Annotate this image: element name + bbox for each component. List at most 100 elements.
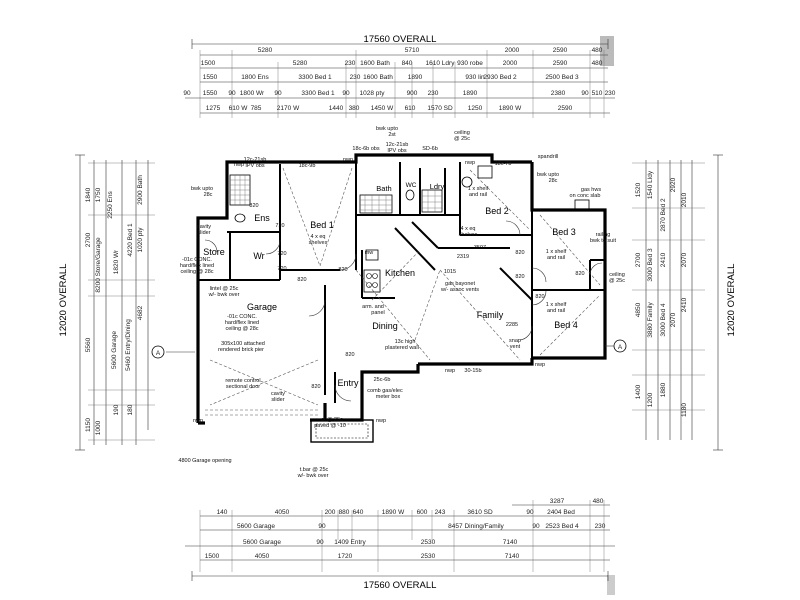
plan-note: lintel @ 25c xyxy=(210,286,239,292)
dimension-label: 2530 xyxy=(421,539,436,546)
dimension-label: 2930 Bed 2 xyxy=(483,74,517,81)
plan-note: comb gas/elec xyxy=(367,388,403,394)
scan-shadow xyxy=(600,36,614,66)
plan-note: and rail xyxy=(547,255,565,261)
dimension-label: 1750 xyxy=(95,187,102,202)
plan-note: 2319 xyxy=(457,254,469,260)
dimension-label: 7140 xyxy=(505,553,520,560)
dimension-label: 1570 SD xyxy=(427,105,453,112)
dimension-label: 2410 xyxy=(660,252,667,267)
dimension-label: 4050 xyxy=(255,553,270,560)
plan-note: rendered brick pier xyxy=(218,347,264,353)
top-overall-dimension: 17560 OVERALL xyxy=(364,34,437,45)
plan-note: 2st xyxy=(388,132,396,138)
plan-note: and rail xyxy=(547,308,565,314)
entry-steps xyxy=(310,419,374,443)
dimension-label: 1020 pty xyxy=(137,227,144,253)
dimension-label: 480 xyxy=(592,47,603,54)
dimension-label: 1450 W xyxy=(371,105,394,112)
doors xyxy=(204,220,603,416)
dimension-label: 3000 Bed 4 xyxy=(660,303,667,337)
plan-note: remote control xyxy=(225,378,260,384)
dimension-label: 2590 xyxy=(553,47,568,54)
dimension-label: 4220 Bed 1 xyxy=(127,223,134,257)
dimension-label: 1550 xyxy=(203,90,218,97)
dimension-label: 180 xyxy=(127,404,134,415)
dimension-label: 5280 xyxy=(258,47,273,54)
dimension-label: 2523 Bed 4 xyxy=(545,523,579,530)
plan-note: bwk upto xyxy=(537,172,559,178)
dimension-label: 230 xyxy=(345,60,356,67)
dimension-label: 640 xyxy=(353,509,364,516)
dimension-label: 2530 xyxy=(421,553,436,560)
dimension-label: 2590 xyxy=(558,105,573,112)
dimension-label: 2920 xyxy=(670,177,677,192)
plan-note: ceiling xyxy=(609,272,625,278)
dimension-label: 930 lin xyxy=(465,74,485,81)
dimension-label: 1500 xyxy=(201,60,216,67)
plan-note: -01c CONC. xyxy=(227,314,257,320)
plan-note: 1015 xyxy=(444,269,456,275)
plan-note: 18c-6b obs xyxy=(352,146,379,152)
plan-note: 820 xyxy=(575,271,584,277)
dimension-label: 5280 xyxy=(293,60,308,67)
plan-note: bwk to suit xyxy=(590,238,616,244)
plan-note: on conc slab xyxy=(570,193,601,199)
plan-note: 2285 xyxy=(506,322,518,328)
plan-note: 4 x eq xyxy=(461,226,476,232)
dimension-label: 90 xyxy=(318,523,326,530)
plan-note: 720 xyxy=(277,266,286,272)
plan-note: nwp xyxy=(465,160,475,166)
dimension-label: 1540 Lldy xyxy=(647,170,654,199)
dimension-label: 1400 xyxy=(635,384,642,399)
dimension-label: 8200 Store/Garage xyxy=(95,237,102,293)
dimension-label: 2000 xyxy=(503,60,518,67)
dimension-label: 3000 Bed 3 xyxy=(647,248,654,282)
dimension-label: 90 xyxy=(274,90,282,97)
dimension-label: 1550 xyxy=(203,74,218,81)
plan-note: 820 xyxy=(311,384,320,390)
plan-note: nwp xyxy=(376,418,386,424)
section-marker-label: A xyxy=(156,350,161,357)
left-overall-dimension: 12020 OVERALL xyxy=(58,264,69,337)
dimension-label: 1890 xyxy=(463,90,478,97)
plan-note: w/- assoc vents xyxy=(440,287,479,293)
dimension-label: 1409 Entry xyxy=(334,539,366,546)
dimension-label: 140 xyxy=(217,509,228,516)
dimension-label: 930 robe xyxy=(457,60,483,67)
plan-note: slider xyxy=(271,397,284,403)
plan-note: nwp xyxy=(343,157,353,163)
dimension-label: 480 xyxy=(592,60,603,67)
dimension-label: 3287 xyxy=(550,498,565,505)
dimension-label: 1200 xyxy=(647,392,654,407)
dimension-label: 230 xyxy=(605,90,616,97)
room-store-label: Store xyxy=(203,247,225,257)
dimension-label: 1250 xyxy=(468,105,483,112)
right-dimension-lines xyxy=(632,154,723,451)
dimension-label: 90 xyxy=(183,90,191,97)
plan-note: bwk upto xyxy=(376,126,398,132)
plan-note: 12c-21sb xyxy=(386,142,409,148)
room-wc-label: WC xyxy=(406,182,417,189)
dimension-label: 3300 Bed 1 xyxy=(298,74,332,81)
dimension-label: 1520 xyxy=(635,182,642,197)
dimension-label: 2000 xyxy=(505,47,520,54)
plan-note: 3597 xyxy=(474,245,486,251)
dimension-label: 1840 xyxy=(85,187,92,202)
dimension-label: 5710 xyxy=(405,47,420,54)
dimension-label: 1600 Bath xyxy=(360,60,390,67)
dimension-label: 480 xyxy=(593,498,604,505)
plan-note: mw xyxy=(365,250,374,256)
dimension-label: 90 xyxy=(342,90,350,97)
dimension-label: 1880 xyxy=(660,382,667,397)
dimension-label: 4850 xyxy=(635,302,642,317)
plan-note: panel xyxy=(371,310,384,316)
dimension-label: 785 xyxy=(251,105,262,112)
plan-note: 820 xyxy=(297,277,306,283)
ceiling-lines xyxy=(282,167,601,361)
plan-note: 18c-7b xyxy=(495,161,512,167)
dimension-label: 1600 Bath xyxy=(363,74,393,81)
